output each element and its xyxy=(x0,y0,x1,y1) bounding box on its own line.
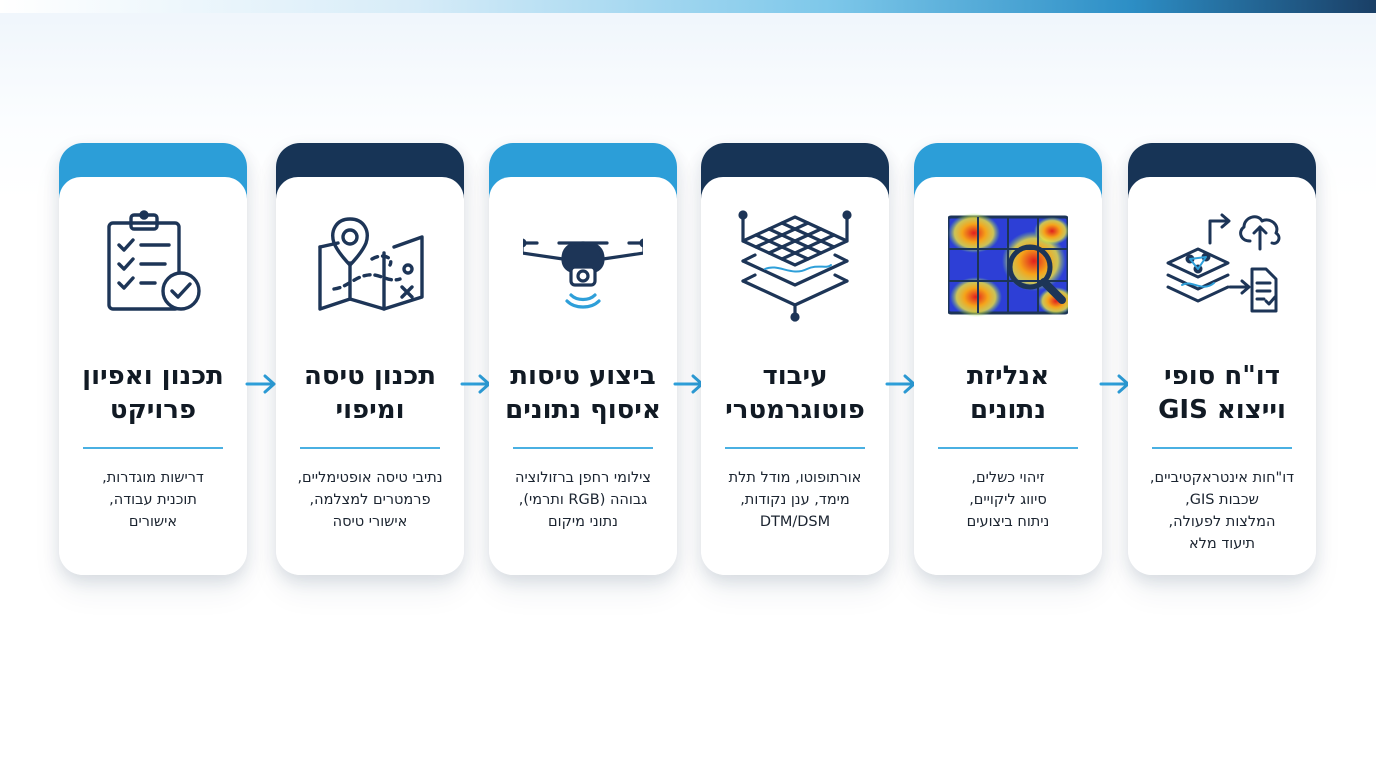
step-title-line1: עיבוד xyxy=(762,361,828,391)
step-card-data-analysis: אנליזת נתונים זיהוי כשלים, סיווג ליקויים… xyxy=(914,143,1102,575)
step-card-flight-planning: תכנון טיסה ומיפוי נתיבי טיסה אופטימליים,… xyxy=(276,143,464,575)
step-desc-line: נתיבי טיסה אופטימליים, xyxy=(297,470,443,486)
step-title-line2: איסוף נתונים xyxy=(505,395,661,425)
step-desc-line: דרישות מוגדרות, xyxy=(102,470,204,486)
heatmap-magnifier-icon xyxy=(948,213,1068,317)
step-title-line2: נתונים xyxy=(969,395,1046,425)
card-body xyxy=(701,177,889,575)
step-title-line1: ביצוע טיסות xyxy=(510,361,656,391)
step-card-final-report: דו"ח סופי וייצוא GIS דו"חות אינטראקטיביי… xyxy=(1128,143,1316,575)
card-body xyxy=(1128,177,1316,575)
step-title-line2: פרויקט xyxy=(109,395,197,425)
step-card-project-planning: תכנון ואפיון פרויקט דרישות מוגדרות, תוכנ… xyxy=(59,143,247,575)
gis-export-report-icon xyxy=(1166,213,1281,313)
card-divider xyxy=(83,447,223,449)
drone-camera-icon xyxy=(523,238,643,309)
step-desc-line: תיעוד מלא xyxy=(1188,536,1256,552)
step-title-line2: וייצוא GIS xyxy=(1158,395,1286,425)
step-title-line1: דו"ח סופי xyxy=(1163,361,1281,391)
step-desc-line: סיווג ליקויים, xyxy=(969,492,1047,508)
step-card-flight-execution: ביצוע טיסות איסוף נתונים צילומי רחפן ברז… xyxy=(489,143,677,575)
step-title-line1: תכנון טיסה xyxy=(303,361,437,391)
step-desc-line: דו"חות אינטראקטיביים, xyxy=(1149,470,1295,486)
step-desc-line: אישורי טיסה xyxy=(332,514,408,530)
step-desc-line: אורתופוטו, מודל תלת xyxy=(728,470,862,486)
card-divider xyxy=(938,447,1078,449)
step-desc-line: זיהוי כשלים, xyxy=(971,470,1045,486)
step-title-line2: ומיפוי xyxy=(335,395,405,425)
flow-arrow-icon xyxy=(245,374,276,394)
step-desc-line: ניתוח ביצועים xyxy=(966,514,1050,530)
card-body xyxy=(276,177,464,575)
step-desc-line: מימד, ענן נקודות, xyxy=(740,492,850,508)
step-desc-line: גבוהה (RGB ותרמי), xyxy=(518,492,648,508)
step-desc-line: צילומי רחפן ברזולוציה xyxy=(514,470,652,486)
layered-map-icon xyxy=(738,210,852,322)
map-pin-route-icon xyxy=(318,217,424,311)
step-card-photogrammetry: עיבוד פוטוגרמטרי אורתופוטו, מודל תלת מימ… xyxy=(701,143,889,575)
step-desc-line: פרמטרים למצלמה, xyxy=(309,492,431,508)
card-divider xyxy=(513,447,653,449)
step-desc-line: DTM/DSM xyxy=(759,514,831,530)
step-desc-line: המלצות לפעולה, xyxy=(1168,514,1276,530)
top-gradient-band xyxy=(0,0,1376,13)
step-desc-line: שכבות GIS, xyxy=(1185,492,1259,508)
step-desc-line: אישורים xyxy=(128,514,178,530)
step-desc-line: נתוני מיקום xyxy=(548,514,618,530)
card-divider xyxy=(1152,447,1292,449)
step-desc-line: תוכנית עבודה, xyxy=(109,492,197,508)
step-title-line1: תכנון ואפיון xyxy=(82,361,224,391)
step-title-line2: פוטוגרמטרי xyxy=(725,395,865,425)
step-title-line1: אנליזת xyxy=(966,361,1050,391)
clipboard-checklist-icon xyxy=(107,210,201,311)
card-divider xyxy=(300,447,440,449)
card-divider xyxy=(725,447,865,449)
